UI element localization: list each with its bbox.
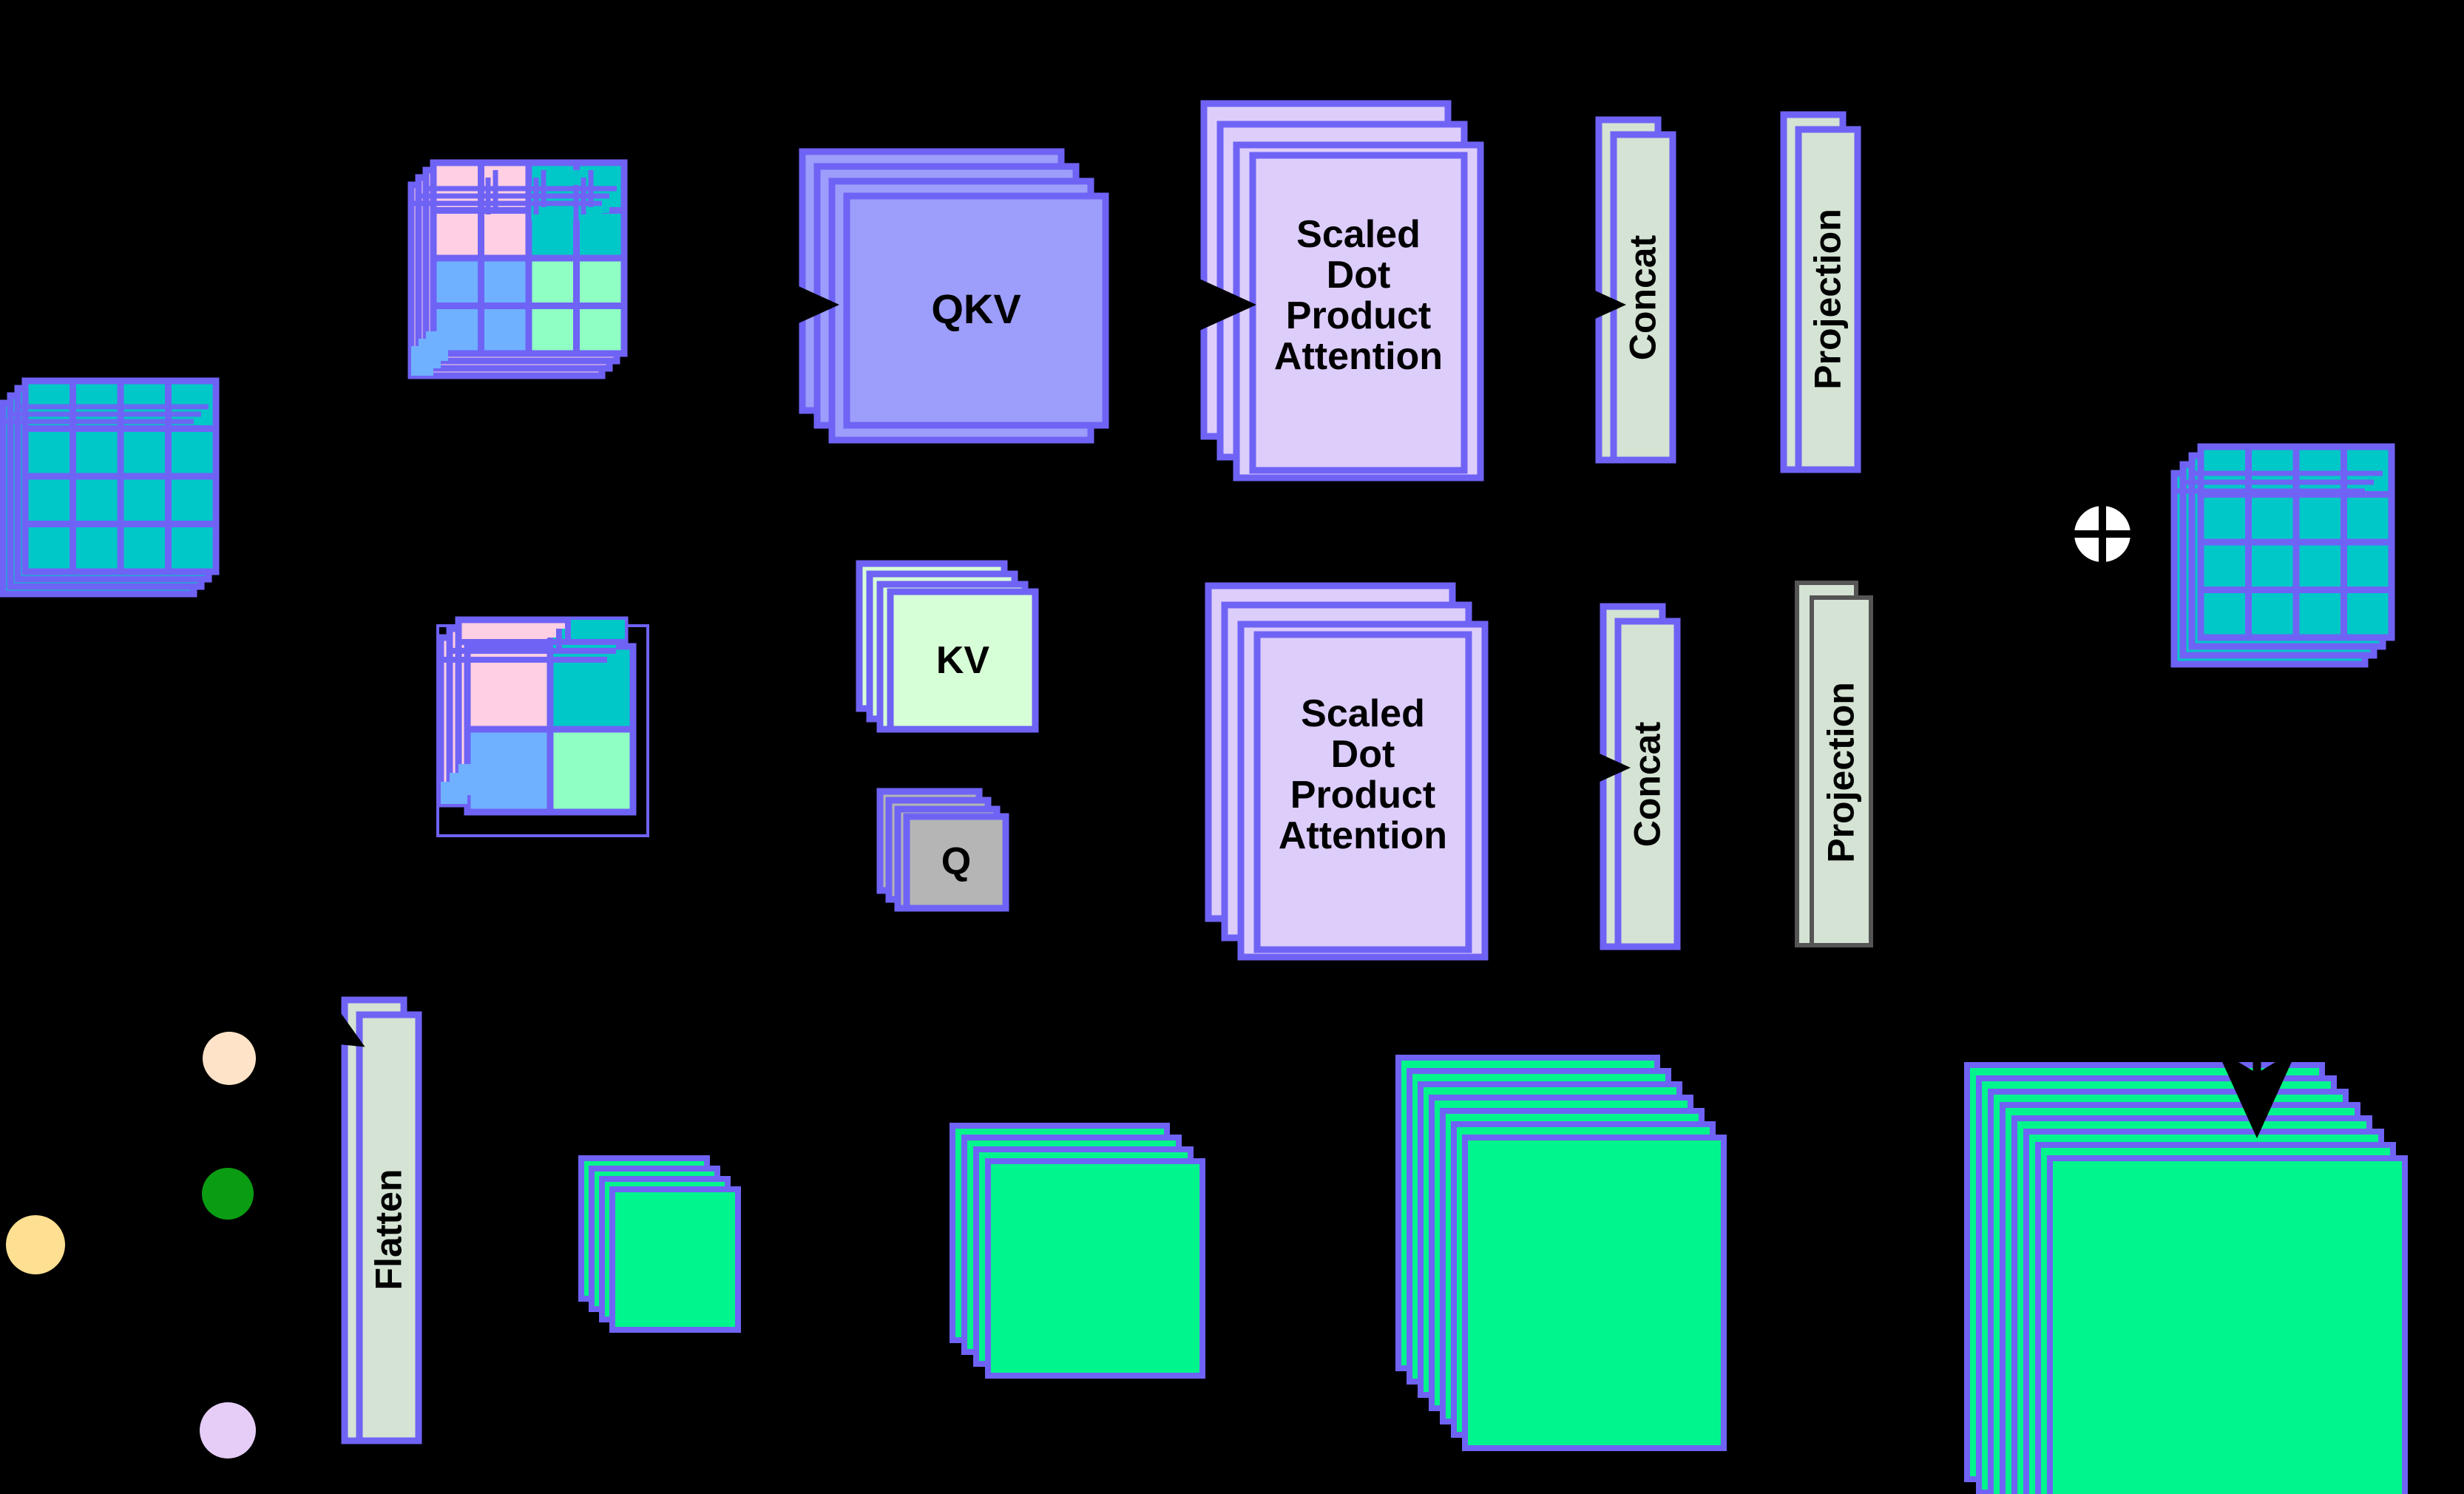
residual-add-symbol <box>2074 506 2130 562</box>
concat-top[interactable] <box>1595 116 1676 464</box>
feature-map-xlarge <box>1964 1062 2408 1494</box>
dot-amber <box>6 1215 65 1274</box>
concat-mid[interactable] <box>1600 603 1681 950</box>
output-volume <box>2170 443 2395 668</box>
scaled-dot-product-attention-top[interactable] <box>1200 100 1484 481</box>
scaled-dot-product-attention-mid[interactable] <box>1205 582 1489 961</box>
q-block[interactable] <box>876 788 1009 912</box>
patch-volume-small <box>436 616 649 837</box>
patch-volume <box>407 159 628 379</box>
qkv-block[interactable] <box>799 148 1109 444</box>
feature-map-medium <box>950 1123 1205 1379</box>
dot-light-violet <box>200 1402 256 1458</box>
feature-map-large <box>1395 1055 1727 1451</box>
projection-mid[interactable] <box>1795 581 1873 947</box>
flatten-block[interactable] <box>341 996 422 1444</box>
dot-peach <box>203 1032 256 1085</box>
input-volume <box>0 377 220 598</box>
dot-dark-green <box>202 1168 254 1220</box>
projection-top[interactable] <box>1780 111 1861 473</box>
feature-map-small <box>578 1155 741 1333</box>
arrow-flatten-in <box>267 967 365 1047</box>
kv-block[interactable] <box>856 560 1039 733</box>
